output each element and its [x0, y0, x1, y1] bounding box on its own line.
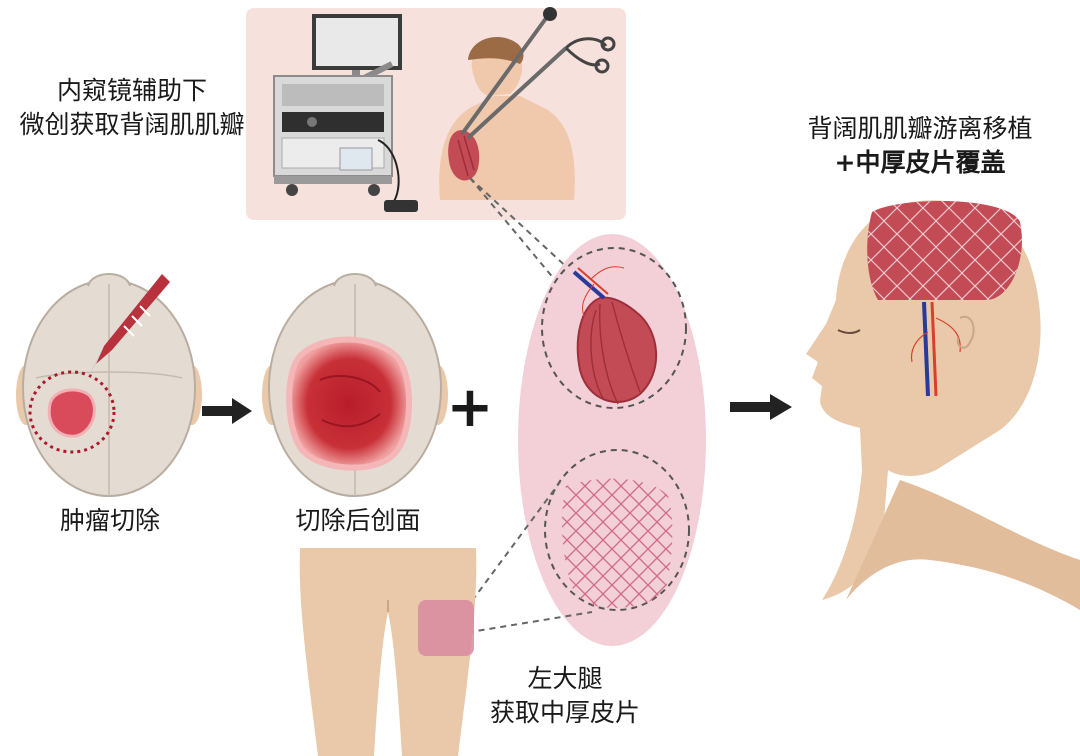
connector-line — [445, 481, 561, 637]
skull-tumor-illustration — [16, 273, 202, 497]
plus-sign: + — [446, 375, 494, 440]
transplant-label: 背阔肌肌瓣游离移植 +中厚皮片覆盖 — [772, 112, 1068, 180]
vein-icon — [922, 301, 930, 397]
arrow-right-icon — [202, 398, 252, 424]
tumor-resection-label: 肿瘤切除 — [59, 506, 160, 535]
arrow-right-icon — [730, 394, 792, 420]
transplant-label-line2: +中厚皮片覆盖 — [834, 148, 1006, 177]
muscle-flap-icon — [572, 266, 658, 405]
patient-back-illustration — [439, 7, 616, 200]
endoscope-label-line2: 微创获取背阔肌肌瓣 — [19, 110, 245, 139]
transplant-label-line1: 背阔肌肌瓣游离移植 — [807, 114, 1033, 143]
scalpel-icon — [84, 274, 170, 384]
wound-area — [286, 336, 413, 471]
head-profile-illustration — [806, 200, 1080, 610]
left-thigh-label: 左大腿 获取中厚皮片 — [470, 662, 660, 730]
left-thigh-label-line1: 左大腿 — [527, 664, 603, 693]
endoscope-label: 内窥镜辅助下 微创获取背阔肌肌瓣 — [14, 74, 250, 142]
tumor-icon — [47, 388, 96, 438]
endoscope-cart-icon — [273, 75, 418, 212]
left-thigh-label-line2: 获取中厚皮片 — [489, 698, 640, 727]
skin-graft-donor-site — [418, 600, 474, 656]
skin-graft-mesh-icon — [562, 478, 673, 608]
closed-eye-icon — [837, 329, 861, 334]
artery-icon — [930, 301, 938, 397]
skull-wound-illustration — [262, 273, 448, 497]
muscle-flap-small — [448, 130, 480, 181]
connector-line — [469, 177, 631, 371]
foot-pedal-icon — [384, 200, 418, 212]
head-profile-shape — [806, 200, 1041, 600]
connector-line — [469, 177, 573, 273]
endoscope-label-line1: 内窥镜辅助下 — [56, 76, 207, 105]
thigh-illustration — [299, 548, 477, 756]
monitor-icon — [312, 14, 402, 84]
post-resection-wound-label: 切除后创面 — [295, 506, 421, 535]
endoscope-instrument-icon — [460, 8, 554, 136]
graft-materials-oval — [518, 234, 706, 646]
endoscope-panel — [246, 7, 626, 220]
ear-icon — [956, 315, 975, 349]
